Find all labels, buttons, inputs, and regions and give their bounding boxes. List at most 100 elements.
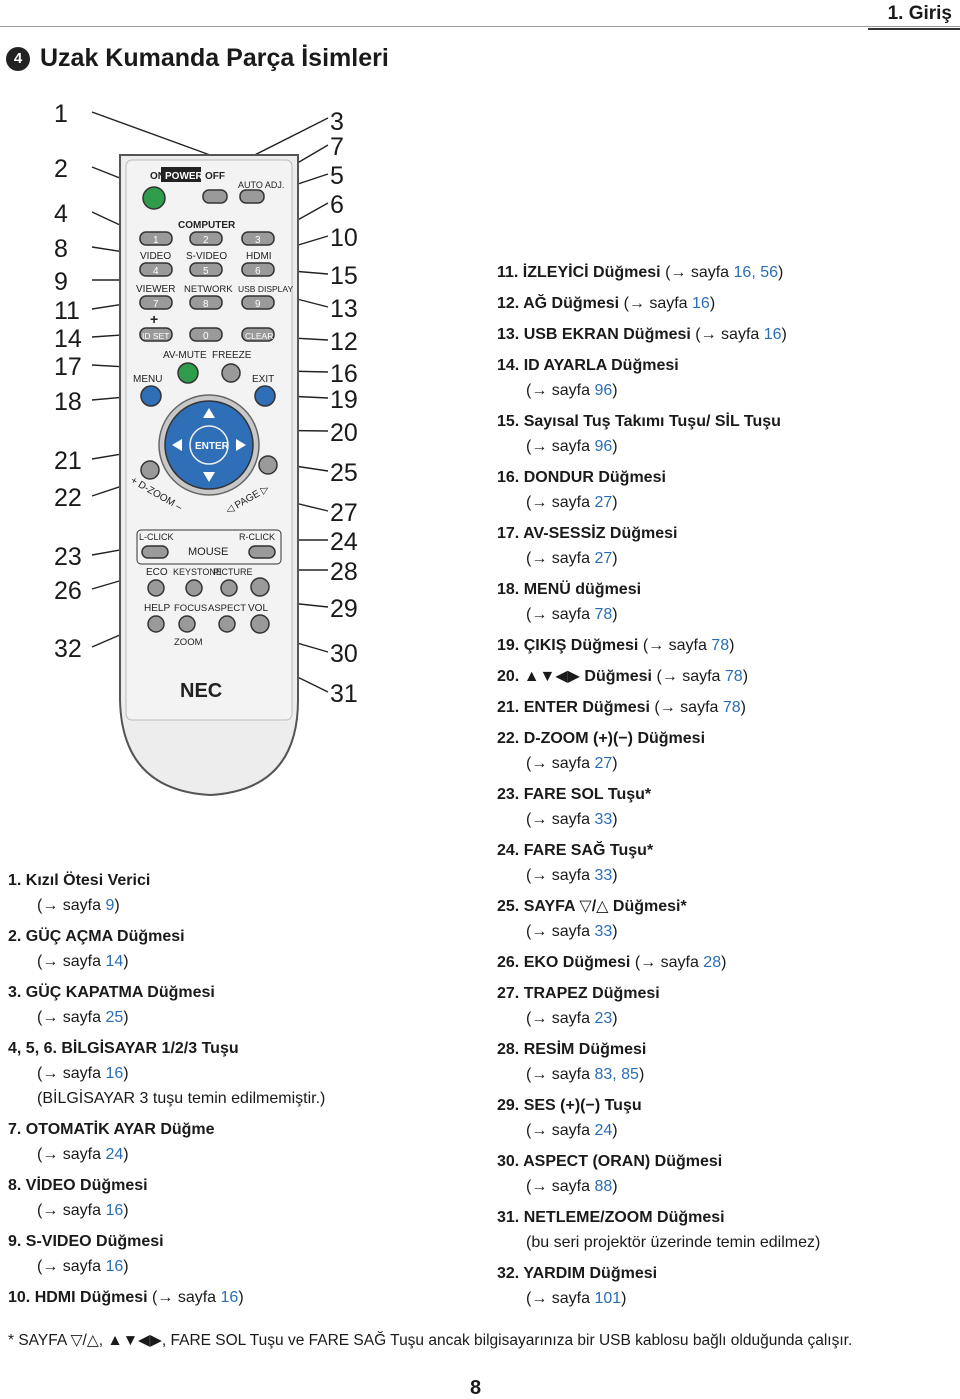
list-item: 32. YARDIM Düğmesi(→ sayfa 101) — [497, 1261, 957, 1311]
page-link[interactable]: 96 — [594, 438, 613, 455]
item-title: 28. RESİM Düğmesi — [497, 1041, 647, 1058]
off-label: OFF — [205, 171, 225, 182]
callout-number: 17 — [54, 353, 82, 381]
vol-plus-button — [250, 577, 270, 597]
k4-label: 4 — [153, 266, 159, 277]
page-link[interactable]: 16 — [105, 1202, 124, 1219]
page-link[interactable]: 33 — [594, 811, 613, 828]
page-link[interactable]: 16 — [763, 326, 782, 343]
page-link[interactable]: 78 — [711, 637, 730, 654]
page-link[interactable]: 16 — [105, 1258, 124, 1275]
ref-close: ) — [123, 953, 129, 970]
auto-adj-button — [239, 189, 265, 204]
menu-label: MENU — [133, 374, 162, 385]
list-item: 24. FARE SAĞ Tuşu*(→ sayfa 33) — [497, 838, 957, 888]
ref-close: ) — [621, 1290, 627, 1307]
page-reference: (→ sayfa — [526, 811, 595, 828]
ref-close: ) — [612, 1010, 618, 1027]
list-item: 19. ÇIKIŞ Düğmesi (→ sayfa 78) — [497, 633, 957, 658]
list-item: 11. İZLEYİCİ Düğmesi (→ sayfa 16, 56) — [497, 260, 957, 285]
page-link[interactable]: 78 — [594, 606, 613, 623]
page-link[interactable]: 16 — [220, 1289, 239, 1306]
page-link[interactable]: 25 — [105, 1009, 124, 1026]
aspect-button — [218, 615, 236, 633]
page-reference: (→ sayfa — [526, 438, 595, 455]
ref-close: ) — [612, 867, 618, 884]
power-label-box — [161, 167, 201, 182]
ref-close: ) — [238, 1289, 244, 1306]
page-reference: (→ sayfa — [526, 1290, 595, 1307]
ref-close: ) — [729, 637, 735, 654]
page-link[interactable]: 27 — [594, 494, 613, 511]
item-title: 31. NETLEME/ZOOM Düğmesi — [497, 1209, 725, 1226]
k1-label: 1 — [153, 235, 159, 246]
page-link[interactable]: 16, 56 — [733, 264, 779, 281]
list-item: 29. SES (+)(−) Tuşu(→ sayfa 24) — [497, 1093, 957, 1143]
page-link[interactable]: 16 — [105, 1065, 124, 1082]
item-title: 8. VİDEO Düğmesi — [8, 1177, 148, 1194]
l-click-label: L-CLICK — [139, 532, 174, 542]
page-link[interactable]: 83, 85 — [594, 1066, 639, 1083]
ref-close: ) — [123, 1146, 129, 1163]
page-reference: (→ sayfa — [37, 1202, 106, 1219]
item-title: 12. AĞ Düğmesi — [497, 295, 620, 312]
exit-button — [254, 385, 276, 407]
item-title: 19. ÇIKIŞ Düğmesi — [497, 637, 639, 654]
page-reference: (→ sayfa — [526, 923, 595, 940]
ref-close: ) — [740, 699, 746, 716]
vol-label: VOL — [248, 603, 268, 614]
item-title: 23. FARE SOL Tuşu* — [497, 786, 652, 803]
k5-label: 5 — [203, 266, 209, 277]
power-label: POWER — [165, 171, 204, 182]
page-link[interactable]: 14 — [105, 953, 124, 970]
power-on-button — [142, 186, 166, 210]
page-link[interactable]: 27 — [594, 755, 613, 772]
network-label: NETWORK — [184, 284, 233, 295]
page-link[interactable]: 24 — [594, 1122, 613, 1139]
k7-label: 7 — [153, 299, 159, 310]
page-link[interactable]: 24 — [105, 1146, 124, 1163]
page-link[interactable]: 88 — [594, 1178, 613, 1195]
av-mute-button — [177, 362, 199, 384]
page-link[interactable]: 27 — [594, 550, 613, 567]
item-title: 16. DONDUR Düğmesi — [497, 469, 666, 486]
callout-number: 15 — [330, 262, 358, 290]
list-item: 31. NETLEME/ZOOM Düğmesi(bu seri projekt… — [497, 1205, 957, 1255]
list-item: 4, 5, 6. BİLGİSAYAR 1/2/3 Tuşu(→ sayfa 1… — [8, 1036, 478, 1111]
page-reference: (→ sayfa — [526, 1066, 595, 1083]
page-reference: (→ sayfa — [37, 1258, 106, 1275]
list-item: 7. OTOMATİK AYAR Düğme(→ sayfa 24) — [8, 1117, 478, 1167]
page-link[interactable]: 9 — [105, 897, 115, 914]
page-reference: (→ sayfa — [152, 1289, 221, 1306]
svideo-button — [189, 262, 223, 277]
callout-number: 10 — [330, 224, 358, 252]
page-link[interactable]: 23 — [594, 1010, 613, 1027]
item-title: 3. GÜÇ KAPATMA Düğmesi — [8, 984, 215, 1001]
page-link[interactable]: 33 — [594, 867, 613, 884]
ref-close: ) — [612, 550, 618, 567]
page-link[interactable]: 101 — [594, 1290, 622, 1307]
ref-close: ) — [612, 755, 618, 772]
page-reference: (→ sayfa — [665, 264, 734, 281]
item-title: 4, 5, 6. BİLGİSAYAR 1/2/3 Tuşu — [8, 1040, 239, 1057]
freeze-button — [221, 363, 241, 383]
ref-close: ) — [778, 264, 784, 281]
page-link[interactable]: 78 — [724, 668, 743, 685]
page-reference: (→ sayfa — [526, 1178, 595, 1195]
ref-close: ) — [612, 606, 618, 623]
power-off-button — [202, 189, 228, 204]
page-link[interactable]: 33 — [594, 923, 613, 940]
network-button — [189, 295, 223, 310]
page-link[interactable]: 78 — [722, 699, 741, 716]
callout-number: 13 — [330, 295, 358, 323]
page-link[interactable]: 96 — [594, 382, 613, 399]
item-title: 25. SAYFA ▽/△ Düğmesi* — [497, 898, 687, 915]
page-link[interactable]: 16 — [692, 295, 710, 312]
usb-display-label: USB DISPLAY — [238, 284, 293, 294]
remote-illustration: ON POWER OFF AUTO ADJ. COMPUTER 1 2 3 VI… — [91, 111, 329, 797]
heading: 4 Uzak Kumanda Parça İsimleri — [6, 44, 389, 73]
page-link[interactable]: 28 — [703, 954, 722, 971]
item-title: 10. HDMI Düğmesi — [8, 1289, 148, 1306]
computer-3-button — [241, 231, 275, 246]
callout-number: 1 — [54, 100, 68, 128]
